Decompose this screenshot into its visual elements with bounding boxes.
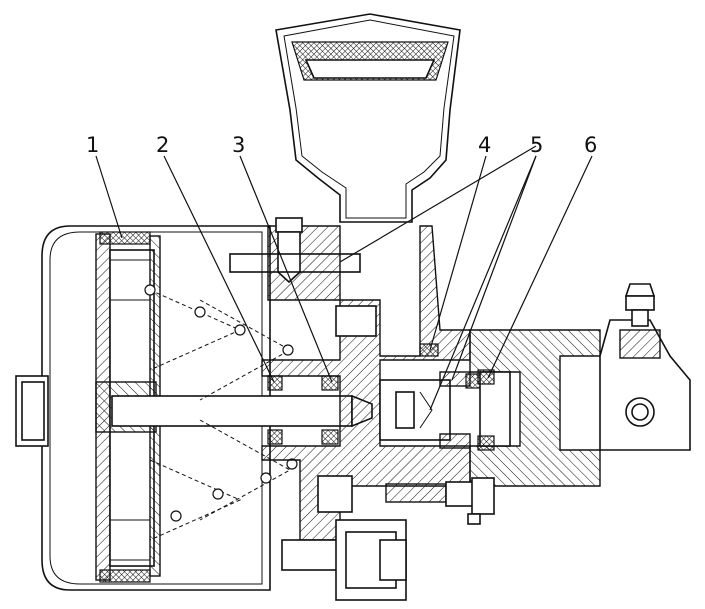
callout-5: 5 [530, 133, 543, 157]
fluid-reservoir [275, 13, 461, 223]
leader-lines [95, 145, 593, 411]
leader-5c [429, 155, 537, 411]
leader-6 [487, 155, 593, 379]
end-cap-boss [15, 375, 49, 447]
leader-4 [429, 155, 487, 351]
leader-5a [339, 145, 537, 263]
master-cylinder-body [229, 217, 471, 541]
lower-fittings [281, 475, 495, 601]
seal-6-upper [477, 369, 495, 385]
seal-3-lower [321, 429, 339, 445]
callout-labels: 1 2 3 4 5 6 [86, 133, 597, 157]
seal-2-upper [267, 375, 283, 391]
output-barrel [469, 329, 601, 487]
seals [267, 375, 339, 445]
bleed-valve [624, 283, 656, 327]
leader-5b [451, 155, 537, 381]
leader-3 [239, 155, 333, 383]
callout-2: 2 [156, 133, 169, 157]
callout-3: 3 [232, 133, 245, 157]
leader-1 [95, 155, 123, 239]
callout-4: 4 [478, 133, 491, 157]
clevis-end [599, 319, 691, 451]
bleed-screw-top [275, 217, 303, 233]
leader-2 [163, 155, 275, 383]
callout-1: 1 [86, 133, 99, 157]
return-spring [144, 284, 298, 541]
seal-6-lower [477, 435, 495, 451]
seal-2-lower [267, 429, 283, 445]
callout-6: 6 [584, 133, 597, 157]
